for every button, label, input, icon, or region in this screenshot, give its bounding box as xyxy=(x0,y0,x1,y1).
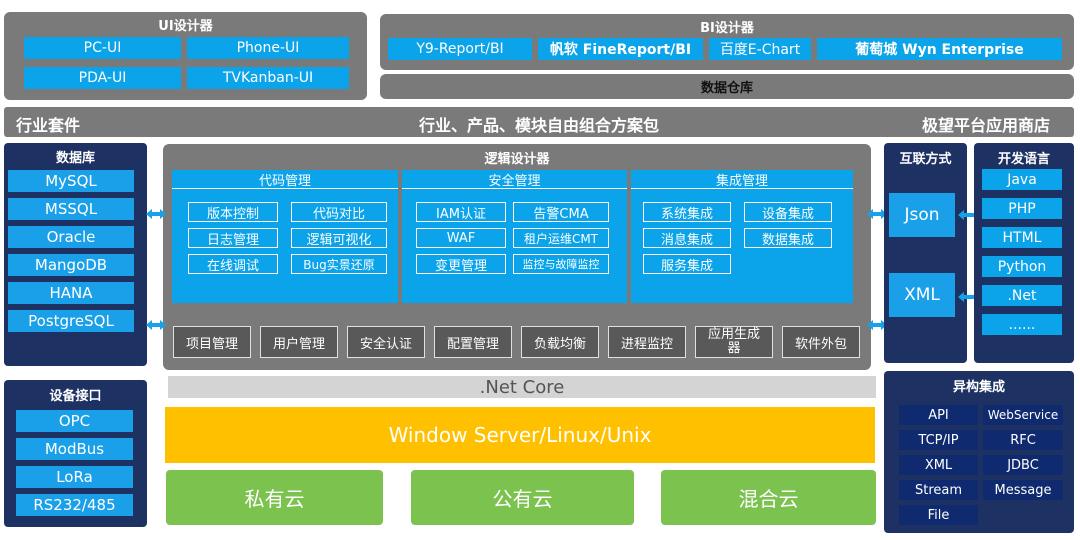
hetero-stream: Stream xyxy=(899,480,978,500)
item-alert-cma: 告警CMA xyxy=(513,202,609,222)
group-code-management: 代码管理 版本控制 代码对比 日志管理 逻辑可视化 在线调试 Bug实景还原 xyxy=(172,170,398,303)
hetero-message: Message xyxy=(983,480,1063,500)
cloud-private: 私有云 xyxy=(166,470,383,525)
ui-designer-title: UI设计器 xyxy=(158,18,213,34)
group-code-title: 代码管理 xyxy=(172,171,398,189)
bi-designer-panel: BI设计器 Y9-Report/BI 帆软 FineReport/BI 百度E-… xyxy=(380,14,1074,70)
arrow-db-logic-bottom xyxy=(146,320,166,330)
group-integration-management: 集成管理 系统集成 设备集成 消息集成 数据集成 服务集成 xyxy=(631,170,853,303)
module-config-management: 配置管理 xyxy=(434,326,512,358)
db-mysql: MySQL xyxy=(8,170,134,192)
module-process-monitor: 进程监控 xyxy=(608,326,686,358)
bi-item-y9: Y9-Report/BI xyxy=(388,38,532,60)
database-title: 数据库 xyxy=(55,150,95,166)
hetero-webservice: WebService xyxy=(983,405,1063,425)
banner-right: 极望平台应用商店 xyxy=(922,116,1051,135)
bi-item-echart: 百度E-Chart xyxy=(709,38,811,60)
device-lora: LoRa xyxy=(16,466,133,488)
db-mangodb: MangoDB xyxy=(8,254,134,276)
item-waf: WAF xyxy=(416,228,506,248)
lang-python: Python xyxy=(982,256,1062,277)
lang-html: HTML xyxy=(982,227,1062,248)
hetero-integration-panel: 异构集成 API WebService TCP/IP RFC XML JDBC … xyxy=(884,371,1074,533)
banner-left: 行业套件 xyxy=(16,116,81,135)
item-tenant-cmt: 租户运维CMT xyxy=(513,228,609,248)
module-user-management: 用户管理 xyxy=(260,326,338,358)
logic-designer-panel: 逻辑设计器 代码管理 版本控制 代码对比 日志管理 逻辑可视化 在线调试 Bug… xyxy=(163,144,871,370)
item-message-integration: 消息集成 xyxy=(643,228,731,248)
interconnect-panel: 互联方式 Json XML xyxy=(884,143,967,363)
module-software-outsourcing: 软件外包 xyxy=(782,326,860,358)
banner-center: 行业、产品、模块自由组合方案包 xyxy=(418,116,659,135)
db-mssql: MSSQL xyxy=(8,198,134,220)
item-bug-replay: Bug实景还原 xyxy=(291,254,387,274)
dev-language-title: 开发语言 xyxy=(997,151,1050,167)
item-data-integration: 数据集成 xyxy=(744,228,832,248)
lang-php: PHP xyxy=(982,198,1062,219)
interconnect-xml: XML xyxy=(889,273,955,317)
arrow-logic-json xyxy=(867,209,887,219)
ui-item-tvkanban: TVKanban-UI xyxy=(187,67,349,89)
hetero-tcpip: TCP/IP xyxy=(899,430,978,450)
item-log-management: 日志管理 xyxy=(188,228,278,248)
ui-item-pda: PDA-UI xyxy=(24,67,181,89)
db-postgresql: PostgreSQL xyxy=(8,310,134,332)
device-opc: OPC xyxy=(16,410,133,432)
item-version-control: 版本控制 xyxy=(188,202,278,222)
data-warehouse: 数据仓库 xyxy=(380,74,1074,99)
cloud-public: 公有云 xyxy=(411,470,634,525)
item-online-debug: 在线调试 xyxy=(188,254,278,274)
ui-designer-panel: UI设计器 PC-UI Phone-UI PDA-UI TVKanban-UI xyxy=(4,12,367,100)
item-monitoring: 监控与故障监控 xyxy=(513,254,609,274)
dev-language-panel: 开发语言 Java PHP HTML Python .Net ...... xyxy=(974,143,1074,363)
item-code-compare: 代码对比 xyxy=(291,202,387,222)
bi-designer-title: BI设计器 xyxy=(700,20,754,36)
lang-dotnet: .Net xyxy=(982,285,1062,306)
device-modbus: ModBus xyxy=(16,438,133,460)
module-app-generator: 应用生成器 xyxy=(695,326,773,358)
hetero-file: File xyxy=(899,505,978,525)
industry-banner: 行业套件 行业、产品、模块自由组合方案包 极望平台应用商店 xyxy=(4,107,1074,137)
module-load-balance: 负载均衡 xyxy=(521,326,599,358)
hetero-jdbc: JDBC xyxy=(983,455,1063,475)
module-security-auth: 安全认证 xyxy=(347,326,425,358)
hetero-api: API xyxy=(899,405,978,425)
logic-designer-title: 逻辑设计器 xyxy=(484,151,550,167)
device-rs232: RS232/485 xyxy=(16,494,133,516)
hetero-rfc: RFC xyxy=(983,430,1063,450)
interconnect-title: 互联方式 xyxy=(899,151,952,167)
item-system-integration: 系统集成 xyxy=(643,202,731,222)
netcore-layer: .Net Core xyxy=(168,376,876,398)
bi-item-wyn: 葡萄城 Wyn Enterprise xyxy=(817,38,1062,60)
db-oracle: Oracle xyxy=(8,226,134,248)
os-layer: Window Server/Linux/Unix xyxy=(165,407,875,463)
item-service-integration: 服务集成 xyxy=(643,254,731,274)
ui-item-pc: PC-UI xyxy=(24,37,181,59)
item-logic-visualize: 逻辑可视化 xyxy=(291,228,387,248)
bi-item-finereport: 帆软 FineReport/BI xyxy=(538,38,703,60)
interconnect-json: Json xyxy=(889,193,955,237)
group-integration-title: 集成管理 xyxy=(631,171,853,189)
db-hana: HANA xyxy=(8,282,134,304)
hetero-title: 异构集成 xyxy=(952,379,1005,395)
cloud-hybrid: 混合云 xyxy=(661,470,876,525)
database-panel: 数据库 MySQL MSSQL Oracle MangoDB HANA Post… xyxy=(4,143,147,366)
module-project-management: 项目管理 xyxy=(173,326,251,358)
group-security-management: 安全管理 IAM认证 告警CMA WAF 租户运维CMT 变更管理 监控与故障监… xyxy=(402,170,627,303)
item-iam: IAM认证 xyxy=(416,202,506,222)
group-security-title: 安全管理 xyxy=(402,171,627,189)
ui-item-phone: Phone-UI xyxy=(187,37,349,59)
hetero-xml: XML xyxy=(899,455,978,475)
device-interface-panel: 设备接口 OPC ModBus LoRa RS232/485 xyxy=(4,380,147,527)
device-interface-title: 设备接口 xyxy=(49,388,102,404)
item-device-integration: 设备集成 xyxy=(744,202,832,222)
lang-java: Java xyxy=(982,169,1062,190)
arrow-logic-xml xyxy=(867,320,887,330)
arrow-db-logic-top xyxy=(146,209,166,219)
lang-more: ...... xyxy=(982,314,1062,335)
item-change-management: 变更管理 xyxy=(416,254,506,274)
